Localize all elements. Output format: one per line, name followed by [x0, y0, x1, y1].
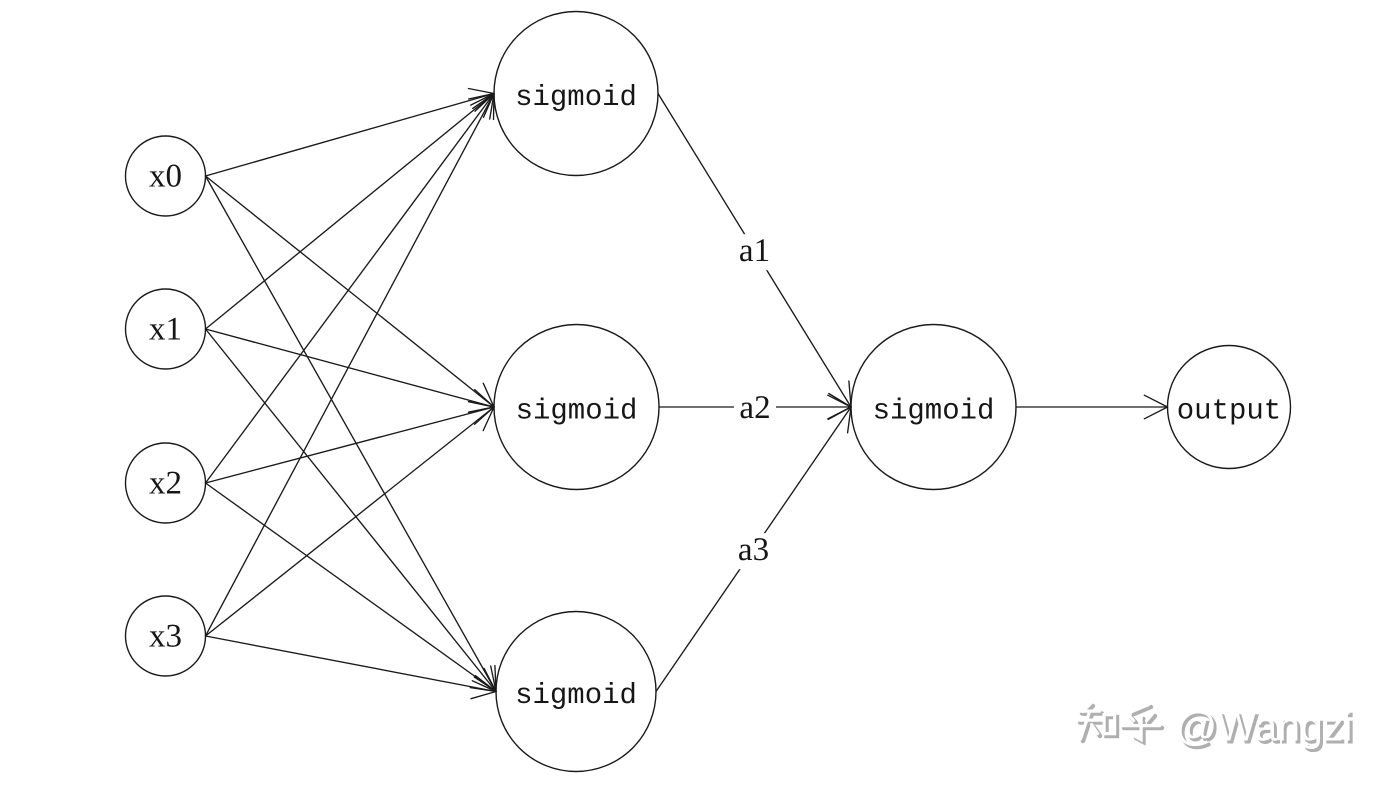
svg-text:x0: x0 [149, 159, 182, 195]
svg-text:@Wangzi: @Wangzi [1176, 704, 1353, 750]
svg-text:x3: x3 [149, 619, 182, 655]
svg-text:a3: a3 [738, 532, 769, 568]
svg-text:x1: x1 [149, 312, 182, 348]
svg-text:sigmoid: sigmoid [515, 679, 637, 712]
svg-text:x2: x2 [149, 466, 182, 502]
svg-text:a1: a1 [739, 233, 770, 269]
svg-text:sigmoid: sigmoid [873, 395, 995, 428]
svg-text:@Wangzi: @Wangzi [1178, 706, 1355, 752]
svg-text:a2: a2 [739, 390, 770, 426]
svg-text:sigmoid: sigmoid [515, 81, 637, 114]
svg-text:output: output [1177, 395, 1281, 428]
svg-text:sigmoid: sigmoid [516, 395, 638, 428]
